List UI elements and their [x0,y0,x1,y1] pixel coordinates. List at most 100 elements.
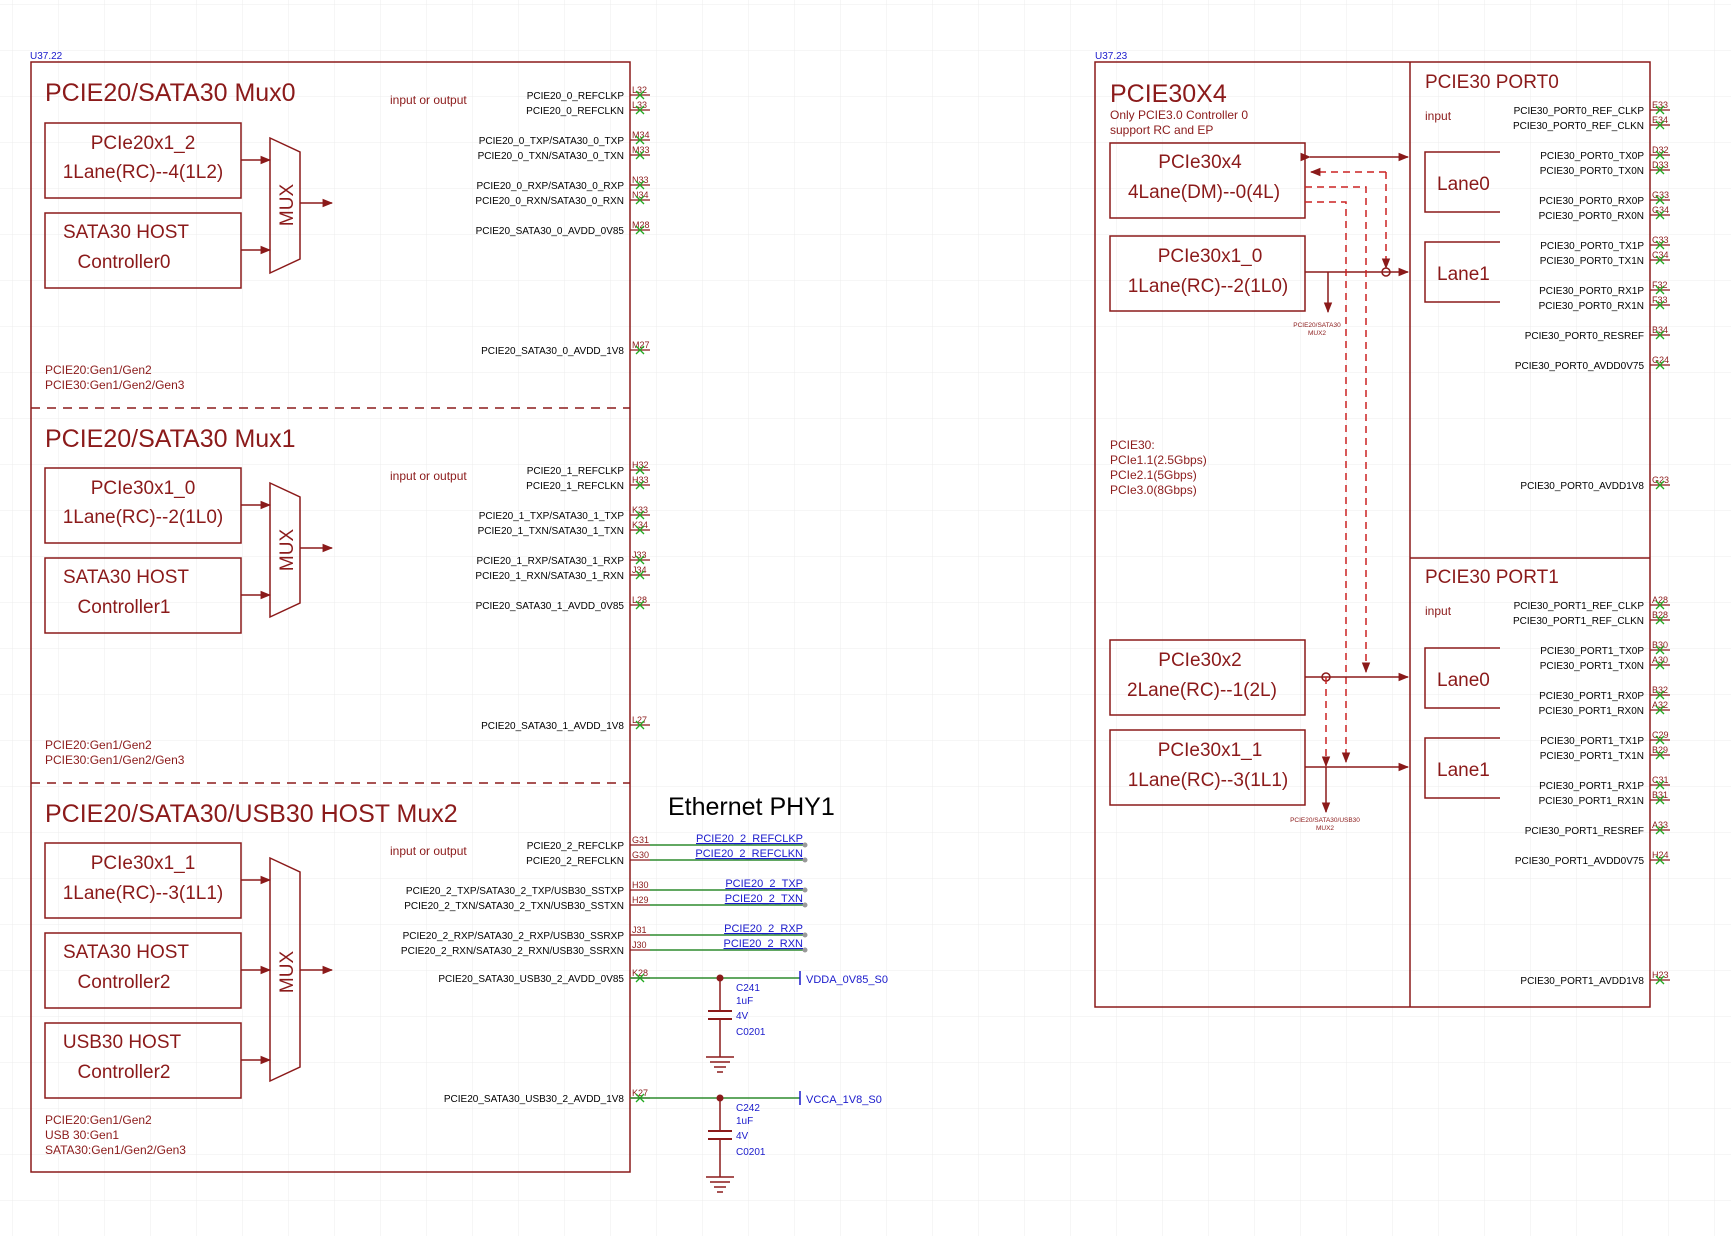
pcie30x1-0-box[interactable] [1109,235,1306,312]
net-row[interactable]: PCIE20_2_RXN [650,938,808,953]
pin-name: PCIE30_PORT0_TX1N [1540,256,1644,267]
box-label: 1Lane(RC)--2(1L0) [63,507,224,528]
lane-routing [1300,152,1410,814]
pin-number: L28 [632,595,647,605]
no-connect-icon [1655,150,1665,160]
box-label: 2Lane(RC)--1(2L) [1127,680,1277,701]
pin-name: PCIE20_SATA30_1_AVDD_0V85 [476,601,625,612]
lane1-box[interactable] [1424,737,1500,799]
lane0-box[interactable] [1424,151,1500,213]
pin-row[interactable]: PCIE30_PORT1_REF_CLKN B28 [1513,610,1670,627]
pcie30x4-box[interactable] [1109,142,1306,219]
box-label: PCIe30x1_1 [1158,740,1263,761]
no-connect-icon [635,150,645,160]
cap-voltage: 4V [736,1131,749,1142]
pin-name: PCIE30_PORT1_REF_CLKP [1514,601,1645,612]
note: Only PCIE3.0 Controller 0 [1110,108,1248,122]
mux-label: MUX [277,951,298,994]
net-row[interactable]: PCIE20_2_TXP [650,878,808,893]
port0-title: PCIE30 PORT0 [1425,72,1559,93]
port0-pins: PCIE30_PORT0_REF_CLKPE33PCIE30_PORT0_REF… [1513,100,1670,492]
pin-number: C33 [1652,235,1669,245]
net-row[interactable]: PCIE20_2_RXP [650,923,808,938]
speed-label: PCIe1.1(2.5Gbps) [1110,453,1207,467]
lane-label: Lane0 [1437,670,1490,691]
mux-symbol [269,136,301,275]
net-end-icon [802,932,808,938]
pin-name: PCIE30_PORT1_REF_CLKN [1513,616,1644,627]
pin-number: G31 [632,835,649,845]
pin-number: A33 [1652,820,1668,830]
component-body [1094,61,1651,1008]
pin-name: PCIE30_PORT1_RX1P [1539,781,1644,792]
box-label: 1Lane(RC)--3(1L1) [63,883,224,904]
mux1-pins: PCIE20_1_REFCLKPH32PCIE20_1_REFCLKNH33PC… [475,460,650,732]
pin-name: PCIE30_PORT0_RESREF [1525,331,1644,342]
net-row[interactable]: PCIE20_2_REFCLKP [650,833,808,848]
power-0v85[interactable]: VDDA_0V85_S0 C241 1uF 4V C0201 [630,971,888,1073]
pin-number: B28 [1652,610,1668,620]
pin-number: F33 [1652,295,1668,305]
component-u37-23[interactable]: U37.23 PCIE30X4 Only PCIE3.0 Controller … [1094,51,1670,1008]
pin-number: L27 [632,715,647,725]
io-label: input or output [390,844,467,858]
component-u37-22[interactable]: U37.22 PCIE20/SATA30 Mux0 input or outpu… [30,51,651,1173]
power-1v8[interactable]: VCCA_1V8_S0 C242 1uF 4V C0201 [630,1091,882,1193]
box-label: Controller2 [78,1062,171,1083]
lane1-box[interactable] [1424,241,1500,303]
net-row[interactable]: PCIE20_2_TXN [650,893,808,908]
pin-name: PCIE30_PORT1_TX1P [1540,736,1644,747]
no-connect-icon [1655,255,1665,265]
net-row[interactable]: PCIE20_2_REFCLKN [650,848,808,863]
pin-number: G23 [1652,475,1669,485]
lane0-box[interactable] [1424,647,1500,709]
pin-row[interactable]: PCIE20_SATA30_1_AVDD_0V85 L28 [476,595,650,612]
